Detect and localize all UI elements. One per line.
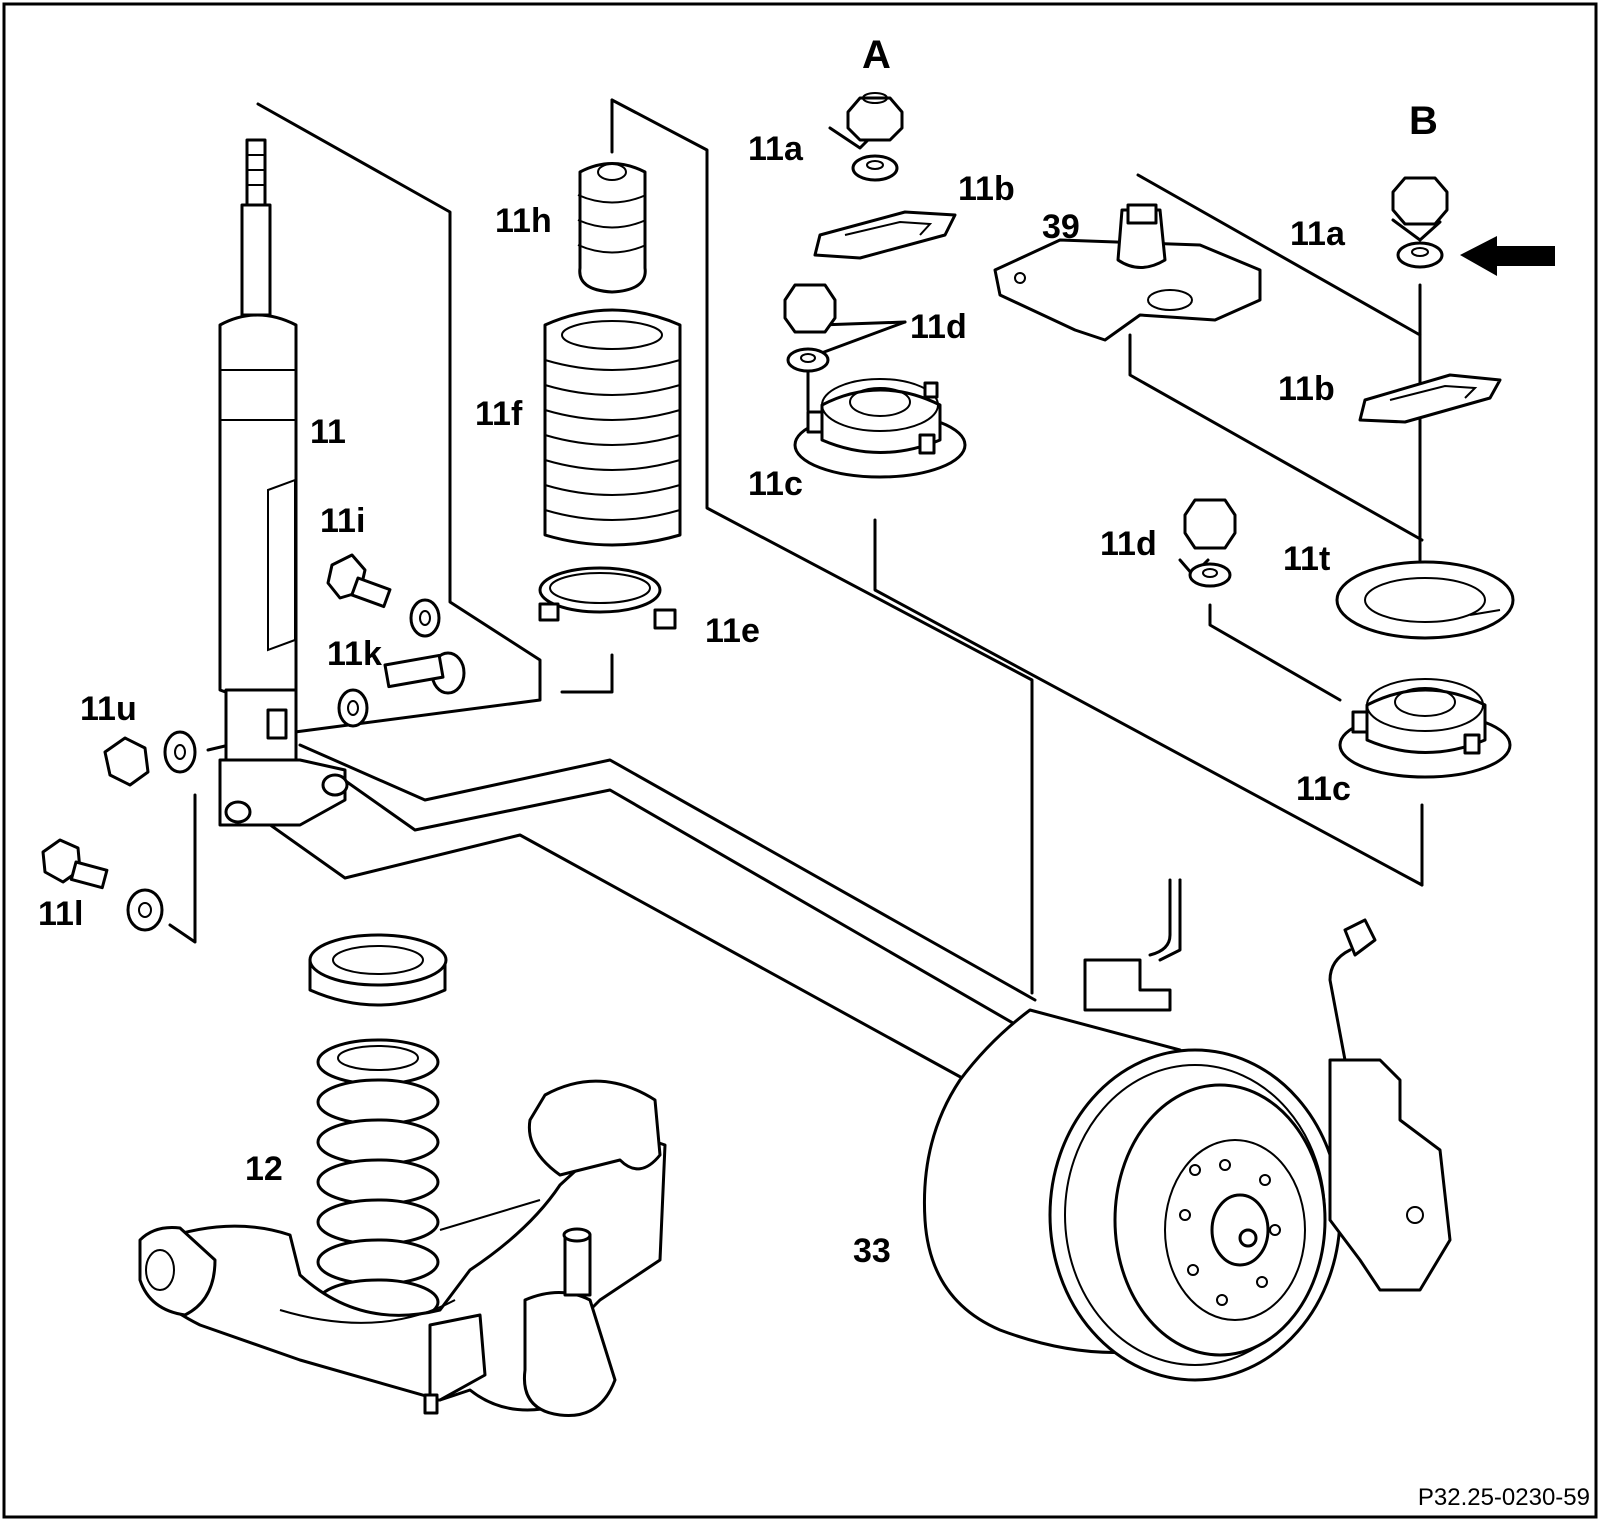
callout-11a-a: 11a [748,130,804,168]
washer-11u-part [163,730,197,774]
lower-control-arm-part [138,1079,667,1418]
callout-11: 11 [310,413,346,451]
shock-absorber-part [218,138,349,827]
callout-33: 33 [853,1232,891,1270]
washer-11i-part [409,598,441,638]
callout-11f: 11f [475,395,523,433]
callout-11l: 11l [38,895,83,933]
nut-washer-11d-b-part [1183,498,1237,588]
figure-reference-code: P32.25-0230-59 [1418,1484,1590,1511]
strut-mount-b-part [1338,678,1512,779]
clamp-ring-part [538,566,677,630]
callout-11e: 11e [705,612,760,650]
washer-11k-part [337,688,369,728]
arrow-left-icon [1460,236,1555,276]
callout-11c-a: 11c [748,465,803,503]
callout-11b-b: 11b [1278,370,1335,408]
callout-11k: 11k [327,635,382,673]
spring-pad-part [308,933,448,1007]
nut-washer-11d-a-part [783,283,837,373]
callout-11b-a: 11b [958,170,1015,208]
plate-11b-b-part [1358,373,1502,424]
bolt-11l-part [41,838,109,890]
callout-11d-b: 11d [1100,525,1157,563]
callout-A: A [862,33,891,77]
bolt-11k-part [383,651,466,695]
bump-stop-part [577,162,647,294]
nut-11u-part [103,736,150,787]
callout-11i: 11i [320,502,365,540]
callout-11a-b: 11a [1290,215,1346,253]
protective-bellows-part [543,308,682,547]
spring-seat-11t-part [1335,560,1515,640]
nut-washer-11a-a-part [846,92,904,182]
strut-mount-a-part [793,378,967,479]
callout-11t: 11t [1283,540,1330,578]
bolt-11i-part [326,553,392,609]
brake-disc-hub-part [922,878,1452,1382]
plate-11b-a-part [813,210,957,260]
mounting-plate-part [993,203,1262,342]
callout-11h: 11h [495,202,552,240]
callout-11d-a: 11d [910,308,967,346]
callout-11c-b: 11c [1296,770,1351,808]
callout-12: 12 [245,1150,283,1188]
callout-11u: 11u [80,690,137,728]
callout-39: 39 [1042,208,1080,246]
washer-11l-part [126,888,164,932]
callout-B: B [1409,99,1438,143]
nut-washer-11a-b-part [1391,176,1449,269]
coil-spring-part [316,1038,440,1326]
